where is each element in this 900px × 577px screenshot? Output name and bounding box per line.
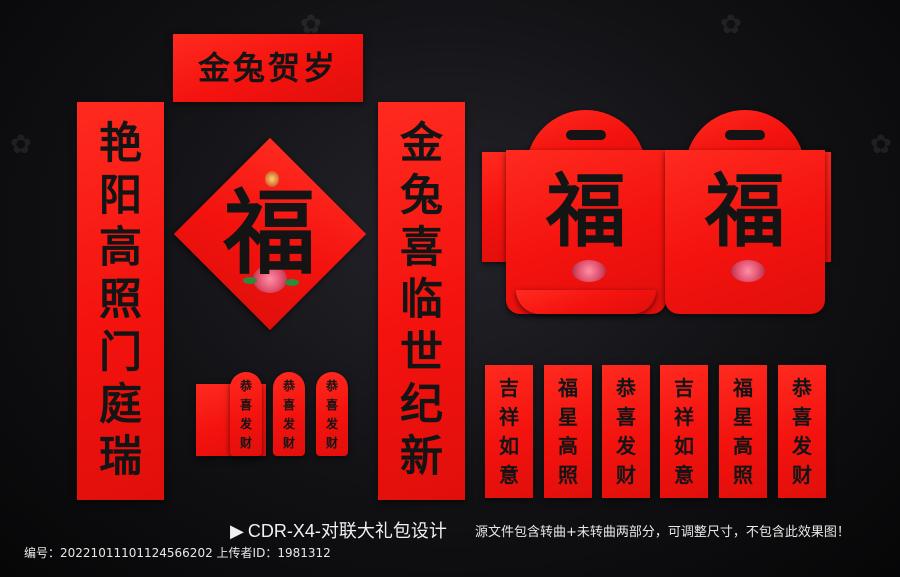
mini-couplet: 恭 喜 发 财	[778, 365, 826, 498]
packet-char: 喜	[239, 398, 252, 412]
watermark: ✿	[720, 10, 742, 40]
mini-char: 照	[733, 463, 753, 488]
red-packet: 恭 喜 发 财	[273, 372, 305, 456]
gift-bag: 福	[482, 110, 666, 314]
format-text: CDR-X4-对联大礼包设计	[247, 521, 447, 541]
bag-flap	[516, 290, 656, 314]
mini-char: 喜	[792, 404, 812, 429]
horizontal-banner: 金兔贺岁	[173, 34, 363, 102]
couplet-char: 兔	[400, 170, 443, 221]
meta-info: 编号：20221011101124566202 上传者ID：1981312	[24, 544, 331, 561]
mini-char: 财	[792, 463, 812, 488]
mini-char: 财	[616, 463, 636, 488]
couplet-char: 门	[99, 327, 142, 378]
fu-character: 福	[546, 165, 626, 258]
mini-couplet: 福 星 高 照	[719, 365, 767, 498]
mini-char: 如	[674, 434, 694, 459]
watermark: ✿	[870, 130, 892, 160]
peony-decoration	[253, 265, 287, 293]
packet-char: 发	[239, 417, 252, 431]
packet-char: 发	[282, 417, 295, 431]
mini-char: 星	[733, 404, 753, 429]
couplet-char: 纪	[400, 380, 443, 431]
mini-char: 祥	[674, 404, 694, 429]
mini-char: 祥	[499, 404, 519, 429]
peony-decoration	[731, 260, 765, 282]
mini-couplet: 吉 祥 如 意	[660, 365, 708, 498]
couplet-char: 喜	[400, 223, 443, 274]
mini-char: 发	[616, 434, 636, 459]
packet-char: 喜	[282, 398, 295, 412]
id-label: 编号：	[24, 546, 61, 560]
gift-bag: 福	[665, 110, 831, 314]
bag-handle	[566, 130, 606, 140]
couplet-char: 临	[400, 275, 443, 326]
id-value: 20221011101124566202	[60, 546, 213, 560]
couplet-char: 庭	[99, 380, 142, 431]
packet-char: 恭	[282, 379, 295, 393]
watermark: ✿	[300, 10, 322, 40]
red-packet: 恭 喜 发 财	[316, 372, 348, 456]
packet-char: 恭	[325, 379, 338, 393]
mini-char: 意	[674, 463, 694, 488]
mini-char: 恭	[792, 375, 812, 400]
uploader-label: 上传者ID：	[216, 546, 278, 560]
leaf-decoration	[243, 277, 257, 284]
fu-diamond: 福	[173, 137, 367, 331]
play-triangle-icon: ▶	[230, 521, 244, 541]
couplet-char: 金	[400, 118, 443, 169]
mini-char: 照	[558, 463, 578, 488]
packet-char: 恭	[239, 379, 252, 393]
left-couplet: 艳 阳 高 照 门 庭 瑞	[77, 102, 164, 500]
mini-char: 意	[499, 463, 519, 488]
note-text: 源文件包含转曲+未转曲两部分，可调整尺寸，不包含此效果图！	[475, 525, 850, 540]
uploader-value: 1981312	[277, 546, 331, 560]
mini-char: 喜	[616, 404, 636, 429]
couplet-char: 新	[400, 432, 443, 483]
leaf-decoration	[285, 279, 299, 286]
bag-body	[506, 150, 666, 314]
mini-char: 星	[558, 404, 578, 429]
couplet-char: 阳	[99, 170, 142, 221]
mini-couplet: 吉 祥 如 意	[485, 365, 533, 498]
couplet-char: 世	[400, 327, 443, 378]
mini-char: 恭	[616, 375, 636, 400]
packet-char: 财	[282, 436, 295, 450]
mini-char: 福	[558, 375, 578, 400]
red-packet: 恭 喜 发 财	[230, 372, 262, 456]
mini-char: 吉	[499, 375, 519, 400]
mini-char: 高	[733, 434, 753, 459]
peony-decoration	[572, 260, 606, 282]
lantern-decoration	[265, 171, 279, 187]
mini-char: 吉	[674, 375, 694, 400]
right-couplet: 金 兔 喜 临 世 纪 新	[378, 102, 465, 500]
packet-char: 发	[325, 417, 338, 431]
packet-char: 喜	[325, 398, 338, 412]
packet-char: 财	[325, 436, 338, 450]
couplet-char: 艳	[99, 118, 142, 169]
mini-couplet: 恭 喜 发 财	[602, 365, 650, 498]
mini-couplet: 福 星 高 照	[544, 365, 592, 498]
couplet-char: 瑞	[99, 432, 142, 483]
bag-side-panel	[482, 152, 508, 262]
format-label: ▶CDR-X4-对联大礼包设计	[230, 517, 447, 543]
mini-char: 福	[733, 375, 753, 400]
couplet-char: 高	[99, 223, 142, 274]
mini-char: 高	[558, 434, 578, 459]
bag-handle	[725, 130, 765, 140]
packet-char: 财	[239, 436, 252, 450]
bag-body	[665, 150, 825, 314]
banner-text: 金兔贺岁	[197, 49, 338, 87]
watermark: ✿	[10, 130, 32, 160]
couplet-char: 照	[99, 275, 142, 326]
mini-char: 如	[499, 434, 519, 459]
mini-char: 发	[792, 434, 812, 459]
fu-character: 福	[223, 179, 316, 287]
fu-character: 福	[705, 165, 785, 258]
caption-bar: ▶CDR-X4-对联大礼包设计 源文件包含转曲+未转曲两部分，可调整尺寸，不包含…	[0, 509, 900, 577]
